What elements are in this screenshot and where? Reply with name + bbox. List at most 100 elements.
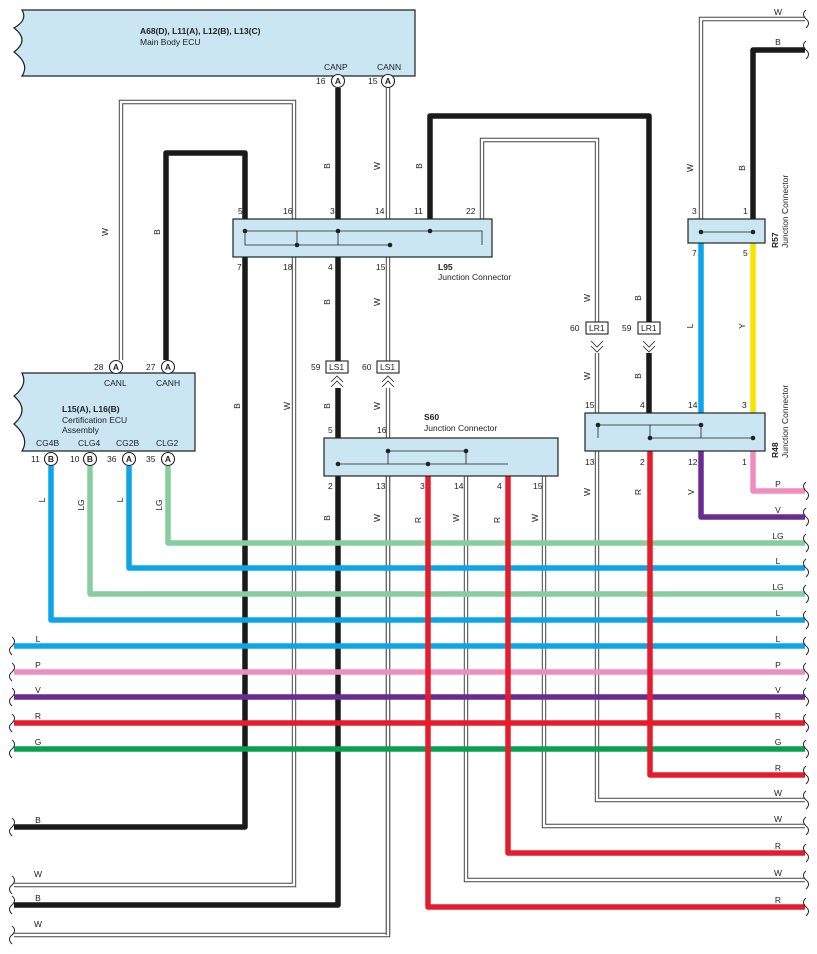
wire-label-r57_l: L [685,323,695,328]
wire-label-s60_w15: W [530,514,540,522]
wire-cann-w [14,88,390,937]
pin-letter: B [48,454,54,464]
wire-label-s60_b: B [322,515,332,521]
pin-letter: A [335,76,341,86]
right-edge-label: LG [772,582,783,592]
wire-l95-11-b [427,113,652,413]
cert-ecu-name: L15(A), L16(B) [62,404,120,414]
left-break-mark [9,687,15,707]
connector-ls1-b: LS1 60 [362,360,400,388]
connector-pin-number: 3 [692,206,697,216]
connector-pin-number: 13 [376,481,386,491]
wire-label-c_l2: L [115,497,125,502]
r48-name: R48 [770,442,780,458]
pin-number: 28 [94,362,104,372]
wire-label-lr_w1: W [582,294,592,302]
connector-pin-number: 7 [692,248,697,258]
right-break-mark [803,481,809,501]
pin-number: 10 [70,454,80,464]
left-break-mark [9,875,15,895]
wire-ecu-w [14,100,296,887]
wire-cg4b-l [48,466,805,623]
l95-name: L95 [438,262,453,272]
wire-r57-b [750,47,805,219]
left-break-mark [9,713,15,733]
right-break-mark [803,507,809,527]
pin-label-canh: CANH [156,378,180,388]
wire-canp-b [14,88,341,908]
wire-label-l95_15: W [372,298,382,306]
wire-r48-2-r [647,451,805,778]
pin-circle [82,451,98,467]
wire-r48-12-v [698,451,805,520]
connector-pin-number: 7 [237,262,242,272]
ls1-a-code: LS1 [329,362,344,372]
right-break-mark [803,870,809,890]
wire-label-cert_w: W [282,402,292,410]
right-edge-label: B [775,37,781,47]
cert-ecu-desc2: Assembly [62,425,100,435]
right-edge-label: P [775,660,781,670]
certification-ecu: L15(A), L16(B) Certification ECU Assembl… [13,372,196,452]
right-break-mark [803,843,809,863]
right-edge-label: W [774,7,782,17]
left-break-mark [9,662,15,682]
wire-label-r57_y: Y [737,323,747,329]
wire-label-cert_b: B [232,403,242,409]
wire-s60-3-r [425,476,805,910]
left-edge-label: W [34,869,42,879]
right-edge-label: V [775,685,781,695]
connector-pin-number: 15 [533,481,543,491]
junction-connector-r57: R57 Junction Connector [687,175,790,248]
pin-letter: A [165,362,171,372]
lr1-b-code: LR1 [641,323,657,333]
wire-label-r48_r2: R [633,489,643,495]
wire-label-l95_4: B [322,299,332,305]
connector-pin-number: 4 [640,400,645,410]
ls1-b-no: 60 [362,362,372,372]
pin-label-cann: CANN [377,62,401,72]
right-edge-label: R [775,841,781,851]
right-edge-label: L [776,634,781,644]
right-break-mark [803,584,809,604]
wire-s60-4-r [505,476,805,856]
wire-break-marks [9,9,809,945]
main-ecu-desc: Main Body ECU [140,37,200,47]
pin-number: 16 [316,76,326,86]
right-break-mark [803,765,809,785]
pin-number: 15 [368,76,378,86]
connector-pin-number: 12 [688,457,698,467]
connector-ls1-a: LS1 59 [311,360,349,388]
r57-desc: Junction Connector [780,175,790,248]
wire-clg4-lg [87,466,805,597]
wire-label-r48_v12: V [686,489,696,495]
pin-label-canl: CANL [104,378,127,388]
connector-pin-number: 14 [375,206,385,216]
pin-letter: A [126,454,132,464]
connector-pin-number: 3 [330,206,335,216]
connector-pin-number: 2 [328,481,333,491]
left-break-mark [9,817,15,837]
right-break-mark [803,9,809,29]
pin-letter: A [113,362,119,372]
junction-connector-s60: S60 Junction Connector [323,412,559,477]
wire-label-s60_w13: W [372,514,382,522]
right-edge-label: R [775,895,781,905]
r48-desc: Junction Connector [780,385,790,458]
pin-number: 11 [31,454,40,464]
wire-r48-1-p [750,451,805,494]
ls1-a-no: 59 [311,362,321,372]
wire-label-r57_w: W [685,164,695,172]
right-edge-label: R [775,711,781,721]
wire-s60-14-w [464,476,805,882]
right-break-mark [803,687,809,707]
wire-s60-14-w-outline [463,476,805,883]
wire-r57-w [699,17,805,219]
left-break-mark [9,925,15,945]
wire-label-s60_r3: R [413,517,423,523]
left-edge-label: R [35,711,41,721]
left-break-mark [9,895,15,915]
main-ecu-name: A68(D), L11(A), L12(B), L13(C) [140,26,261,36]
